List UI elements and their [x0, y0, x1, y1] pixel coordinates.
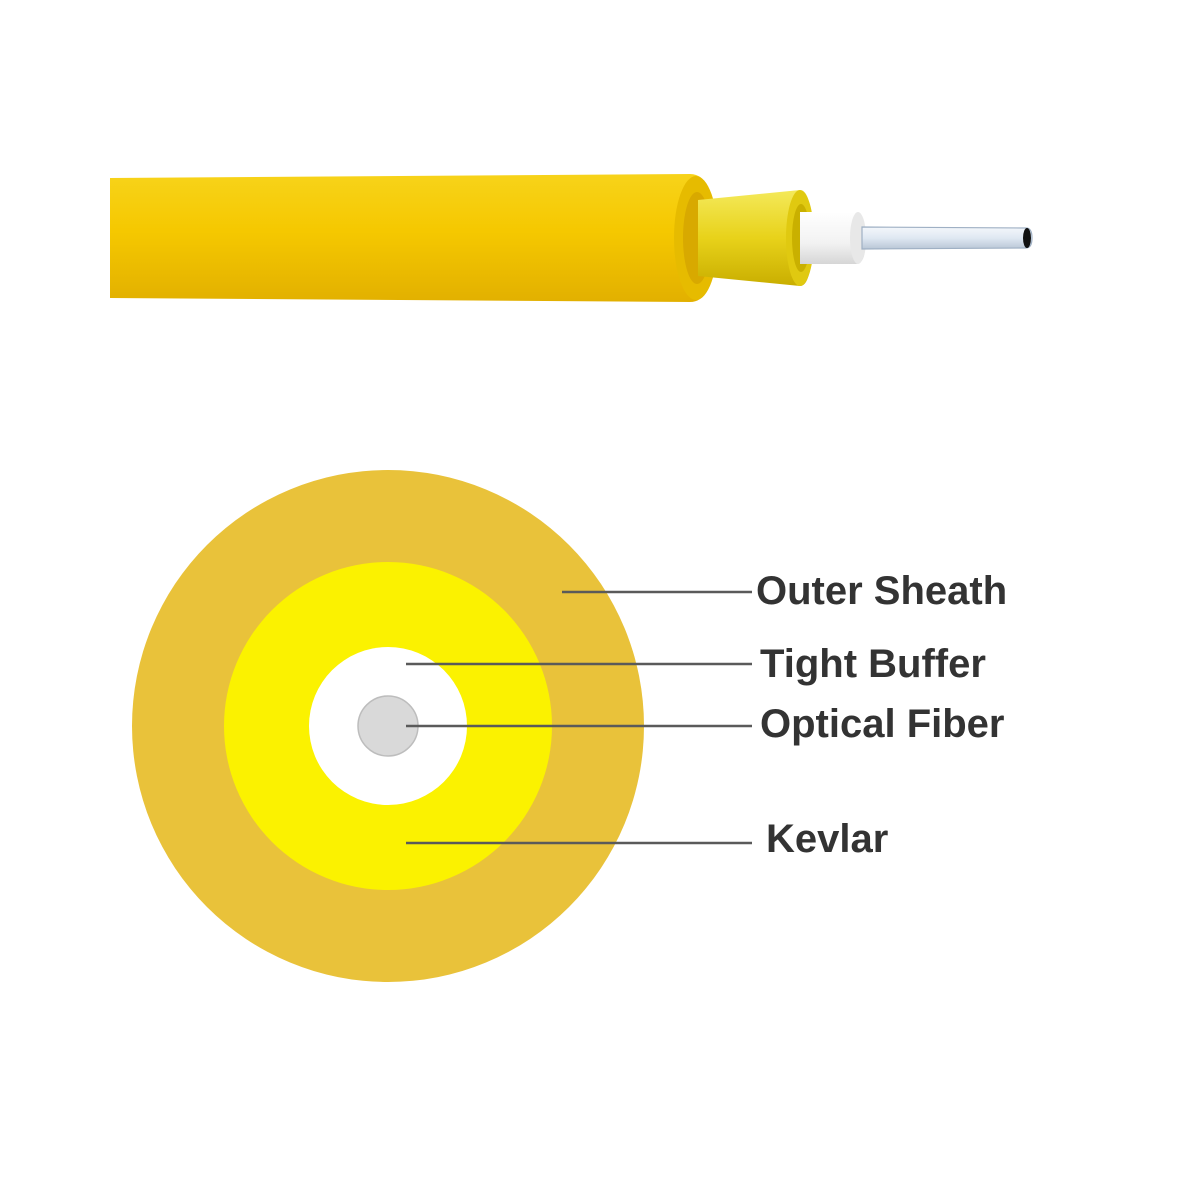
- labels: Outer Sheath Tight Buffer Optical Fiber …: [756, 569, 1007, 861]
- cable-fiber-tip: [1023, 228, 1031, 248]
- label-optical-fiber: Optical Fiber: [760, 702, 1005, 746]
- label-kevlar: Kevlar: [766, 817, 888, 861]
- label-outer-sheath: Outer Sheath: [756, 569, 1007, 613]
- cable-fiber-section: [861, 226, 1033, 250]
- label-tight-buffer: Tight Buffer: [760, 642, 986, 686]
- cable-jacket-body: [110, 174, 716, 302]
- cable-side-view: [110, 174, 1033, 302]
- cable-kevlar-section: [698, 190, 812, 286]
- cable-buffer-section: [800, 212, 866, 264]
- cable-buffer-end: [850, 212, 866, 264]
- cable-cross-section: [132, 470, 644, 982]
- leader-lines: [406, 590, 752, 845]
